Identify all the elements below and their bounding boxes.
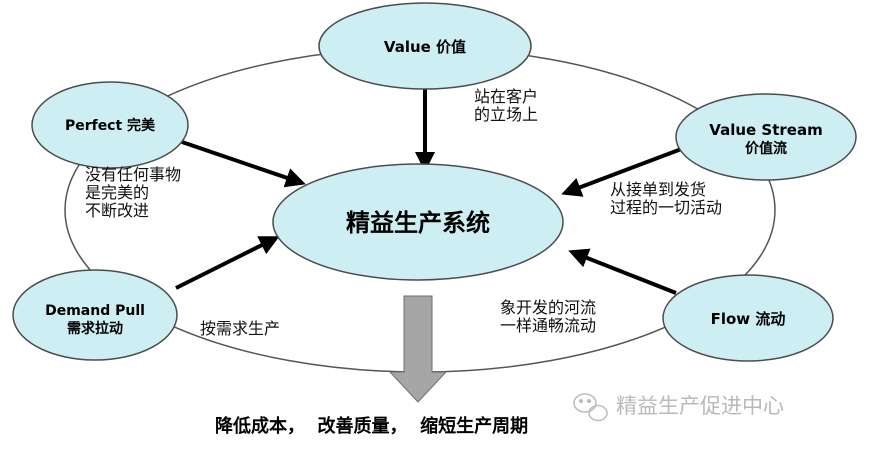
node-value-stream-label-1: Value Stream: [709, 121, 822, 139]
note-value-line-1: 站在客户: [474, 87, 538, 106]
node-demand-pull-label-2: 需求拉动: [67, 320, 123, 337]
note-value-line-2: 的立场上: [474, 105, 538, 124]
node-value-stream: Value Stream 价值流: [675, 93, 857, 181]
note-flow: 象开发的河流 一样通畅流动: [500, 298, 596, 335]
center-label: 精益生产系统: [346, 209, 490, 237]
arrow-demand-to-center: [175, 236, 280, 290]
note-perfect-line-2: 是完美的: [85, 183, 149, 202]
watermark-text: 精益生产促进中心: [616, 394, 784, 418]
node-perfect-label: Perfect 完美: [65, 117, 156, 134]
node-flow-label: Flow 流动: [711, 310, 786, 328]
center-node: 精益生产系统: [272, 163, 564, 281]
wechat-icon: [573, 393, 608, 422]
node-perfect: Perfect 完美: [31, 81, 189, 169]
note-flow-line-2: 一样通畅流动: [500, 316, 596, 335]
note-value-stream-line-2: 过程的一切活动: [610, 198, 722, 217]
arrow-perfect-to-center: [181, 140, 306, 188]
note-perfect-line-1: 没有任何事物: [85, 165, 181, 184]
note-value-stream-line-1: 从接单到发货: [610, 180, 706, 199]
result-text: 降低成本， 改善质量， 缩短生产周期: [215, 415, 528, 437]
watermark: 精益生产促进中心: [573, 393, 784, 422]
node-value-stream-label-2: 价值流: [745, 140, 787, 157]
node-flow: Flow 流动: [662, 274, 834, 362]
arrow-valuestream-to-center: [561, 146, 685, 197]
arrow-flow-to-center: [568, 248, 677, 295]
node-demand-pull: Demand Pull 需求拉动: [12, 269, 178, 361]
note-flow-line-1: 象开发的河流: [500, 298, 596, 317]
note-demand-pull: 按需求生产: [200, 319, 280, 338]
note-value-stream: 从接单到发货 过程的一切活动: [610, 180, 722, 217]
node-value-label: Value 价值: [384, 38, 466, 56]
note-demand-pull-line-1: 按需求生产: [200, 319, 280, 338]
node-demand-pull-label-1: Demand Pull: [45, 303, 145, 319]
note-perfect: 没有任何事物 是完美的 不断改进: [85, 165, 181, 220]
note-perfect-line-3: 不断改进: [85, 201, 149, 220]
note-value: 站在客户 的立场上: [474, 87, 538, 124]
node-value: Value 价值: [318, 2, 532, 90]
result-down-arrow: [388, 295, 448, 403]
connector-arrows: [175, 88, 685, 295]
